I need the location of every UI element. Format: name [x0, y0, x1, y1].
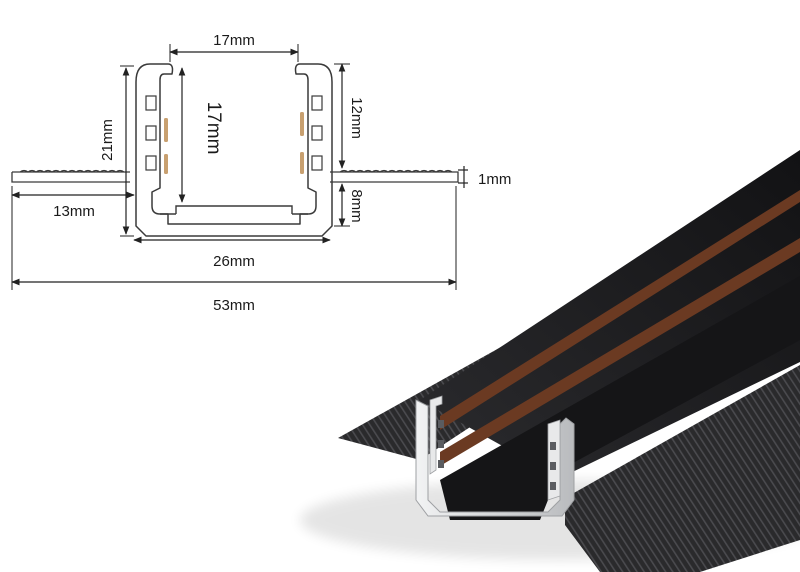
channel-outer-outline — [135, 63, 333, 237]
right-conductor-slots — [311, 95, 323, 171]
channel-floor — [440, 276, 800, 520]
left-conductor-slots — [145, 95, 157, 171]
dimension-lines — [11, 44, 468, 290]
copper-conductors — [164, 112, 304, 174]
track-product-render — [300, 150, 800, 572]
label-flange-width: 13mm — [53, 203, 95, 220]
right-ribbed-flange — [565, 365, 800, 572]
label-flange-thickness: 1mm — [478, 171, 511, 188]
label-body-width: 26mm — [213, 253, 255, 270]
label-upper-wall: 12mm — [348, 97, 365, 139]
label-lower-wall: 8mm — [348, 189, 365, 222]
channel-inner-base — [160, 205, 308, 215]
label-total-height: 21mm — [99, 119, 116, 161]
cross-section-drawing: 17mm 17mm 21mm 12mm 8mm 1mm 13mm 26mm 53… — [11, 32, 511, 314]
copper-strip-lower — [440, 238, 800, 466]
copper-strip-upper — [440, 190, 800, 430]
label-overall-width: 53mm — [213, 297, 255, 314]
left-flange-outline — [11, 169, 130, 183]
label-inner-depth: 17mm — [203, 102, 224, 155]
track-end-cap — [415, 395, 575, 517]
right-flange-outline — [330, 169, 459, 183]
label-top-opening: 17mm — [213, 32, 255, 49]
